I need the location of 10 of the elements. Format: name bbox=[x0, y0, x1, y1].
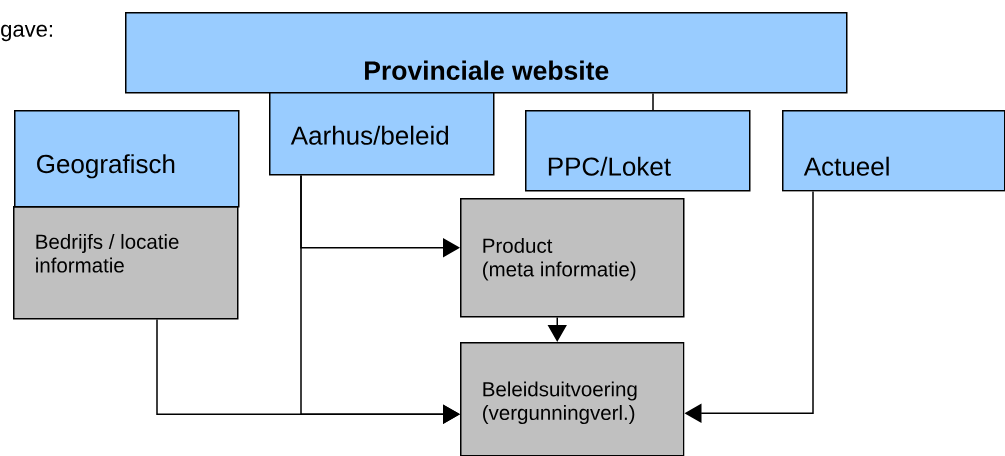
note-text: gave: bbox=[1, 24, 52, 42]
arrow bbox=[156, 318, 460, 424]
category-box: PPC/Loket bbox=[525, 110, 751, 192]
category-box: Aarhus/beleid bbox=[269, 92, 495, 176]
info-box: Beleidsuitvoering (vergunningverl.) bbox=[460, 342, 685, 456]
category-box: Geografisch bbox=[14, 110, 240, 208]
connector-line bbox=[652, 92, 654, 111]
info-box: Bedrijfs / locatie informatie bbox=[13, 206, 239, 320]
category-box: Actueel bbox=[782, 110, 1005, 192]
info-box: Product (meta informatie) bbox=[460, 198, 685, 318]
